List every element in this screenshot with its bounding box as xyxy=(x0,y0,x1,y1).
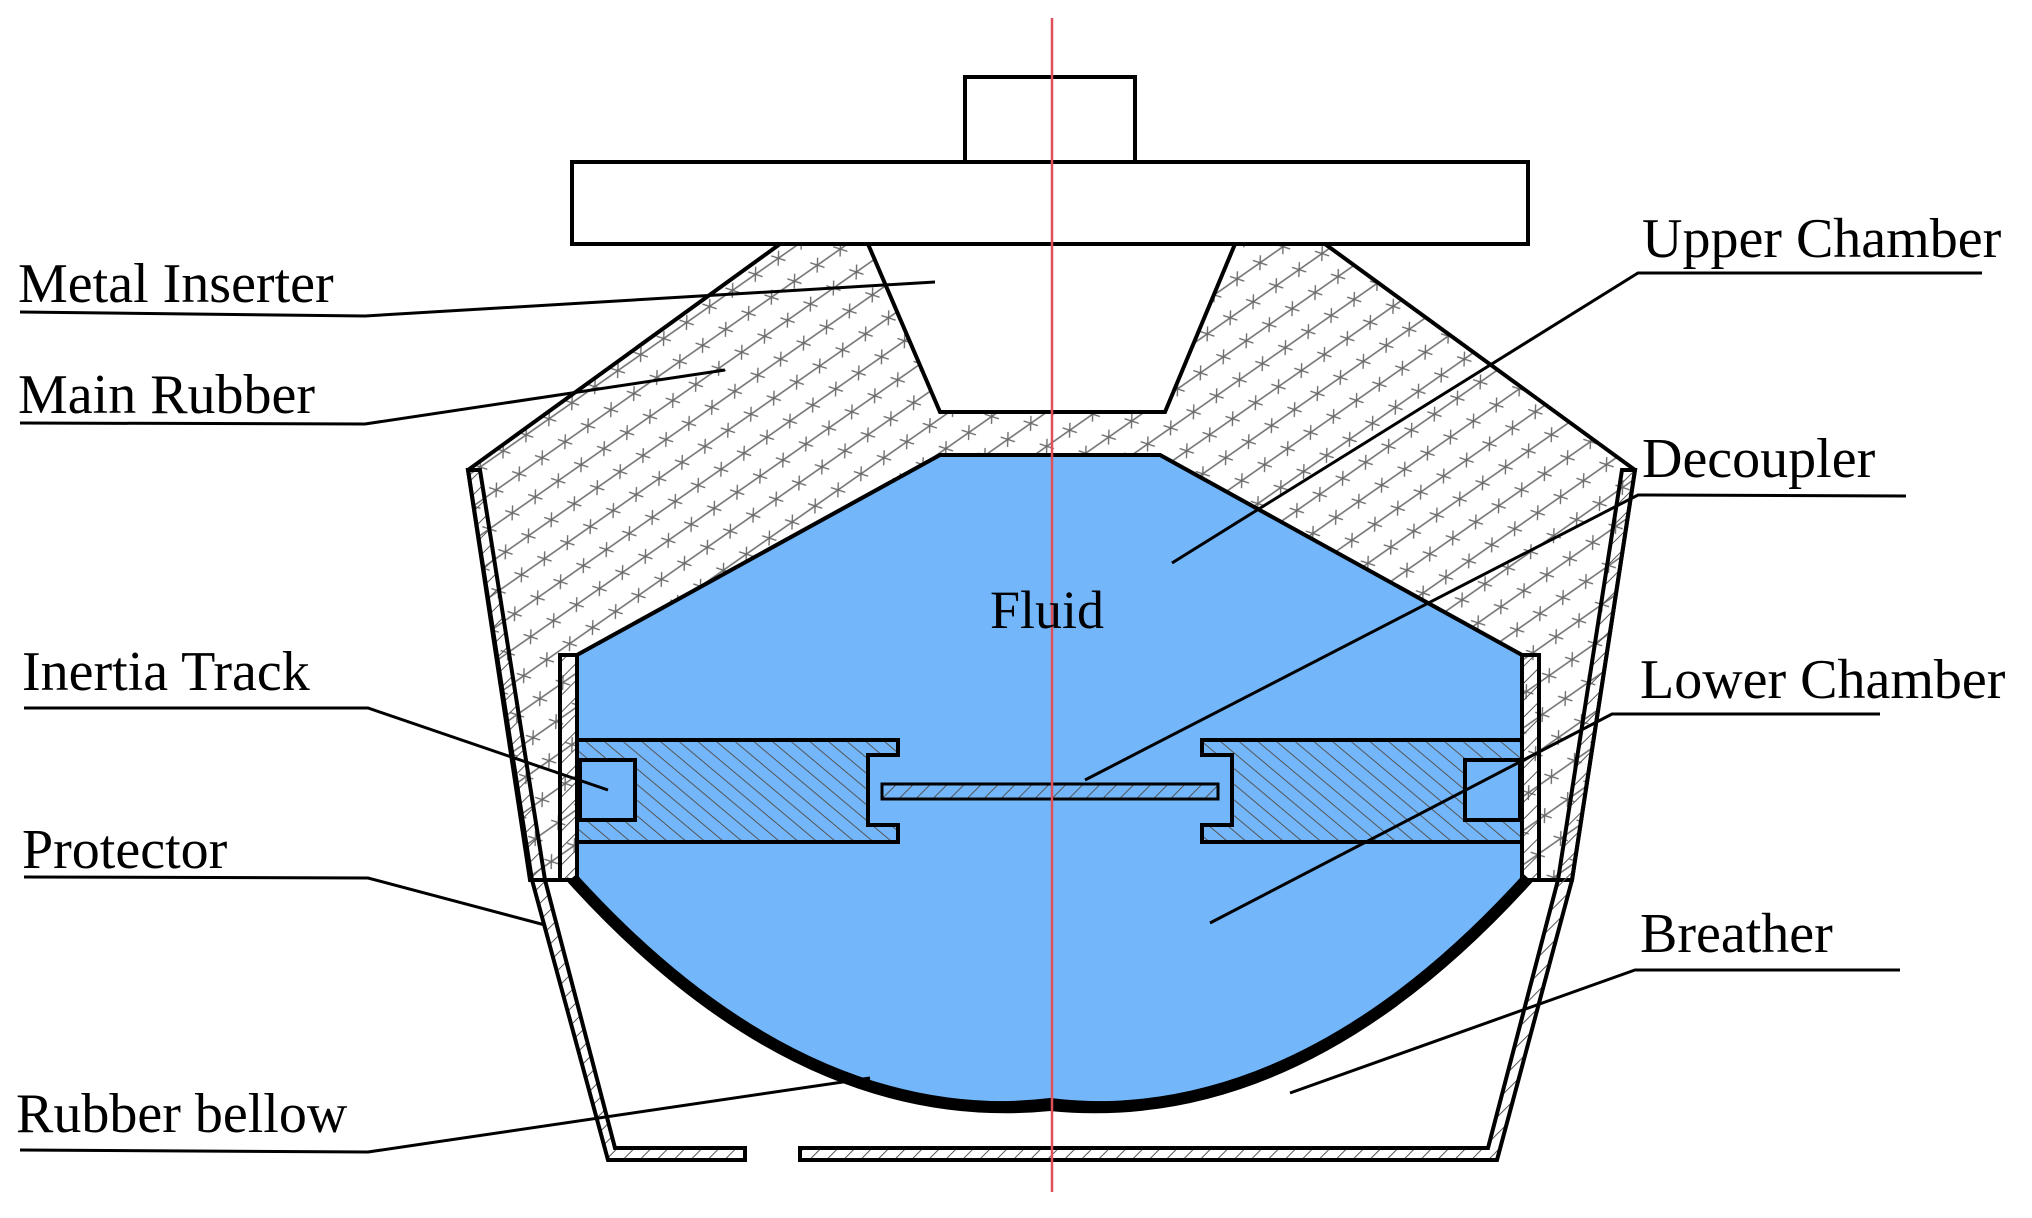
leader-protector xyxy=(23,875,546,927)
label-metal-inserter: Metal Inserter xyxy=(18,253,334,315)
protector-right-wall xyxy=(798,468,1638,1162)
inner-wall-left xyxy=(558,653,579,882)
label-upper-chamber: Upper Chamber xyxy=(1642,208,2002,270)
label-breather: Breather xyxy=(1640,903,1833,965)
protector-left-wall xyxy=(465,468,747,1162)
top-stud xyxy=(963,75,1137,164)
leader-upper-chamber xyxy=(1171,271,1982,565)
label-decoupler: Decoupler xyxy=(1642,428,1876,490)
leader-inertia-track xyxy=(24,706,609,792)
leader-rubber-bellow xyxy=(19,1076,871,1154)
leader-breather xyxy=(1289,968,1900,1095)
rubber-bellow xyxy=(567,873,1533,1114)
leader-decoupler xyxy=(1084,493,1907,782)
label-rubber-bellow: Rubber bellow xyxy=(16,1083,348,1145)
leader-metal-inserter xyxy=(19,280,936,318)
leader-lower-chamber xyxy=(1209,712,1880,925)
inertia-track-plate-left xyxy=(575,738,900,844)
inertia-track-channel-left xyxy=(578,758,637,822)
inner-wall-right xyxy=(1520,653,1541,882)
top-plate xyxy=(570,160,1530,246)
label-lower-chamber: Lower Chamber xyxy=(1640,649,2006,711)
label-main-rubber: Main Rubber xyxy=(18,364,315,426)
label-protector: Protector xyxy=(22,819,228,881)
label-inertia-track: Inertia Track xyxy=(22,641,310,703)
label-fluid: Fluid xyxy=(990,580,1104,640)
inertia-track-channel-right xyxy=(1463,758,1522,822)
leader-main-rubber xyxy=(19,368,726,426)
decoupler-plate xyxy=(880,782,1220,801)
